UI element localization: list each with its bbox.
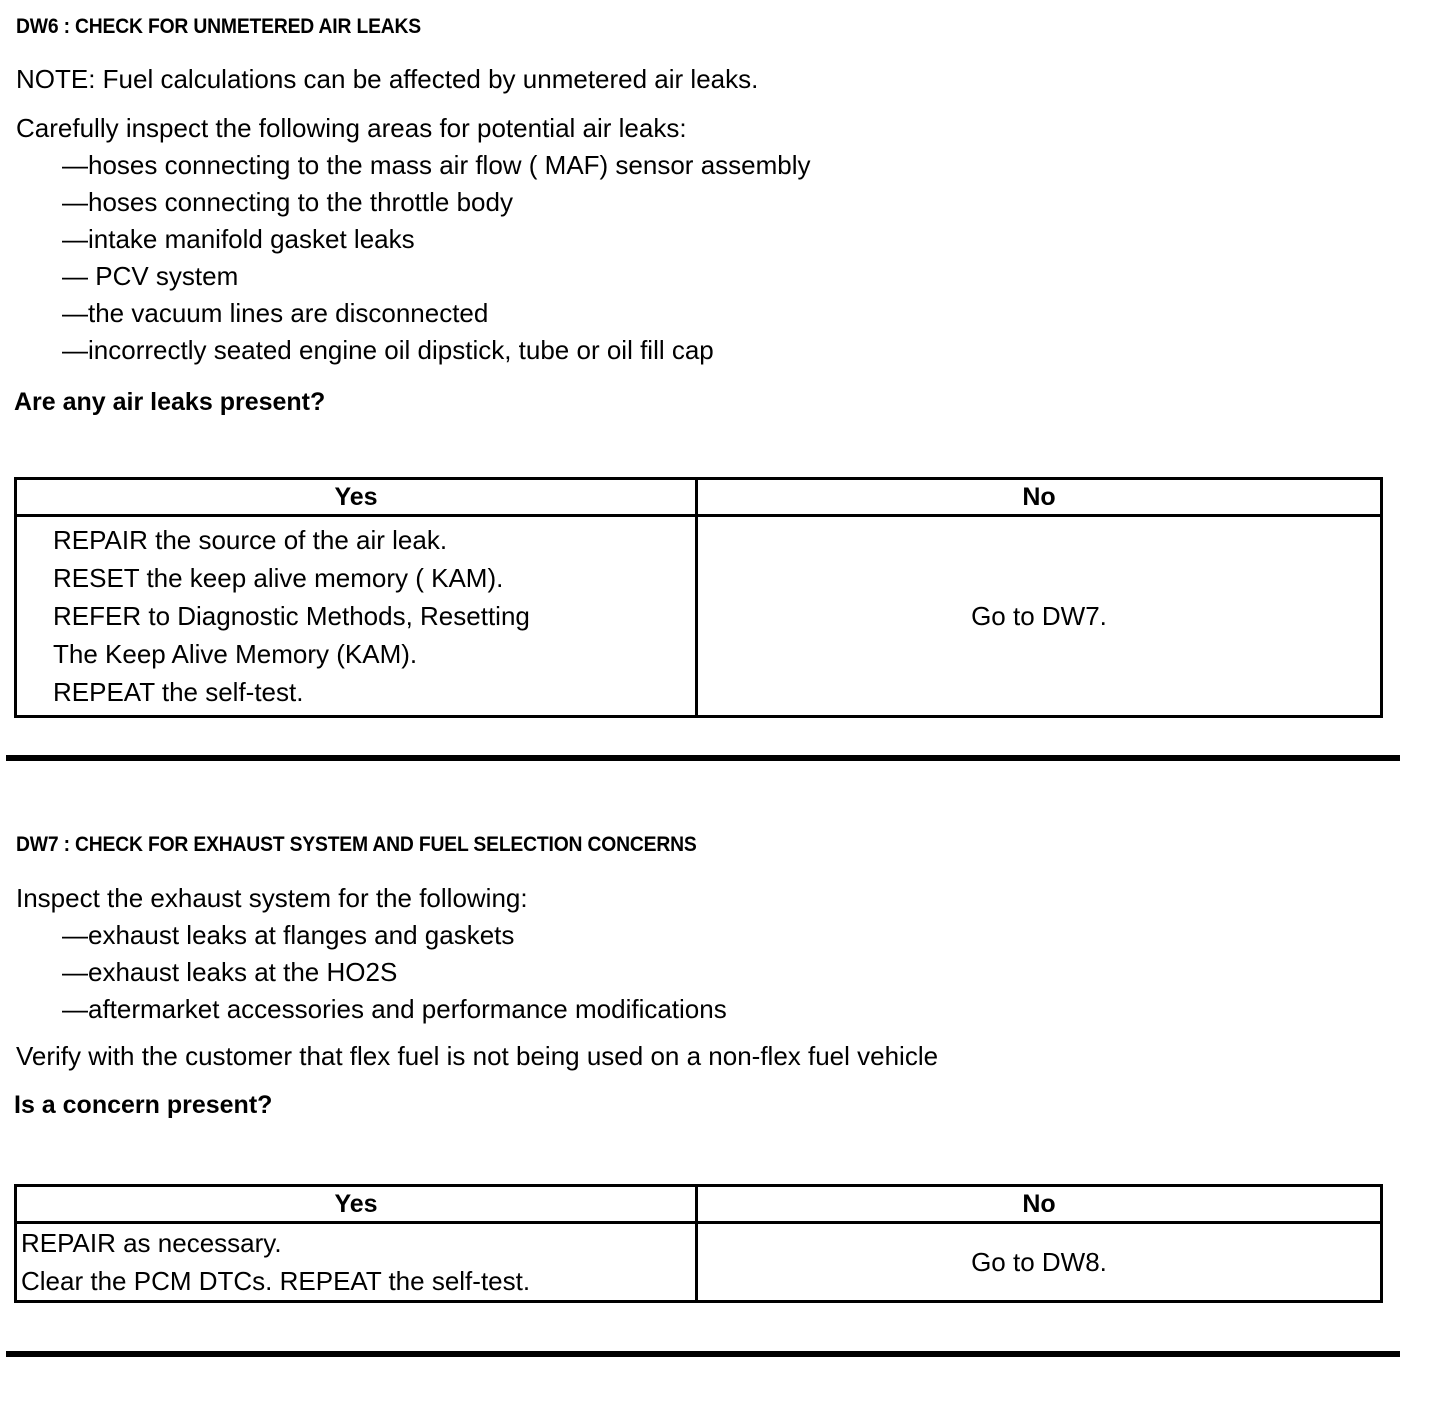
section-dw7-heading: DW7 : CHECK FOR EXHAUST SYSTEM AND FUEL … xyxy=(16,833,697,856)
cell-no-action: Go to DW7. xyxy=(695,514,1383,718)
list-item: —hoses connecting to the throttle body xyxy=(62,187,513,217)
section-dw6-intro: Carefully inspect the following areas fo… xyxy=(16,110,687,147)
column-header-no: No xyxy=(695,1184,1383,1224)
section-dw6-note: NOTE: Fuel calculations can be affected … xyxy=(16,61,758,98)
list-item: —exhaust leaks at flanges and gaskets xyxy=(62,920,515,950)
table-header-row: Yes No xyxy=(14,1184,1383,1224)
section-dw6-bullet-list-wrap: —hoses connecting to the mass air flow (… xyxy=(16,147,811,369)
section-dw6-question: Are any air leaks present? xyxy=(14,385,325,419)
decision-table-dw7: Yes No REPAIR as necessary. Clear the PC… xyxy=(14,1184,1383,1303)
list-item: —intake manifold gasket leaks xyxy=(62,224,415,254)
decision-table-dw6: Yes No REPAIR the source of the air leak… xyxy=(14,477,1383,718)
table-row: REPAIR the source of the air leak. RESET… xyxy=(14,514,1383,718)
list-item: — PCV system xyxy=(62,261,239,291)
cell-yes-text: REPAIR the source of the air leak. RESET… xyxy=(53,525,530,707)
cell-yes-action: REPAIR as necessary. Clear the PCM DTCs.… xyxy=(14,1221,698,1303)
table-row: REPAIR as necessary. Clear the PCM DTCs.… xyxy=(14,1221,1383,1303)
cell-no-text: Go to DW8. xyxy=(971,1247,1107,1277)
section-dw7-intro: Inspect the exhaust system for the follo… xyxy=(16,880,528,917)
section-dw7-heading-wrap: DW7 : CHECK FOR EXHAUST SYSTEM AND FUEL … xyxy=(16,833,756,857)
section-divider-rule-1 xyxy=(6,755,1400,761)
note-text: NOTE: Fuel calculations can be affected … xyxy=(16,64,759,94)
bullet-list: —hoses connecting to the mass air flow (… xyxy=(16,147,811,369)
table-header-row: Yes No xyxy=(14,477,1383,517)
section-dw7-verify: Verify with the customer that flex fuel … xyxy=(16,1038,938,1075)
section-dw7-table-wrap: Yes No REPAIR as necessary. Clear the PC… xyxy=(14,1184,1383,1303)
question-text: Are any air leaks present? xyxy=(14,388,326,416)
section-dw6-heading-wrap: DW6 : CHECK FOR UNMETERED AIR LEAKS xyxy=(16,15,456,39)
list-item: —aftermarket accessories and performance… xyxy=(62,994,727,1024)
verify-text: Verify with the customer that flex fuel … xyxy=(16,1041,939,1071)
section-dw7-bullet-list-wrap: —exhaust leaks at flanges and gaskets —e… xyxy=(16,917,727,1028)
column-header-no: No xyxy=(695,477,1383,517)
cell-yes-text: REPAIR as necessary. Clear the PCM DTCs.… xyxy=(21,1228,531,1296)
list-item: —exhaust leaks at the HO2S xyxy=(62,957,398,987)
list-item: —incorrectly seated engine oil dipstick,… xyxy=(62,335,714,365)
question-text: Is a concern present? xyxy=(14,1091,273,1119)
cell-no-text: Go to DW7. xyxy=(971,601,1107,631)
cell-yes-action: REPAIR the source of the air leak. RESET… xyxy=(14,514,698,718)
section-dw6-table-wrap: Yes No REPAIR the source of the air leak… xyxy=(14,477,1383,718)
section-dw7-question: Is a concern present? xyxy=(14,1088,272,1122)
section-dw6-heading: DW6 : CHECK FOR UNMETERED AIR LEAKS xyxy=(16,15,422,38)
list-item: —the vacuum lines are disconnected xyxy=(62,298,489,328)
bullet-list: —exhaust leaks at flanges and gaskets —e… xyxy=(16,917,727,1028)
cell-no-action: Go to DW8. xyxy=(695,1221,1383,1303)
intro-text: Inspect the exhaust system for the follo… xyxy=(16,883,528,913)
section-divider-rule-2 xyxy=(6,1351,1400,1357)
column-header-yes: Yes xyxy=(14,477,698,517)
intro-text: Carefully inspect the following areas fo… xyxy=(16,113,687,143)
column-header-yes: Yes xyxy=(14,1184,698,1224)
list-item: —hoses connecting to the mass air flow (… xyxy=(62,150,811,180)
